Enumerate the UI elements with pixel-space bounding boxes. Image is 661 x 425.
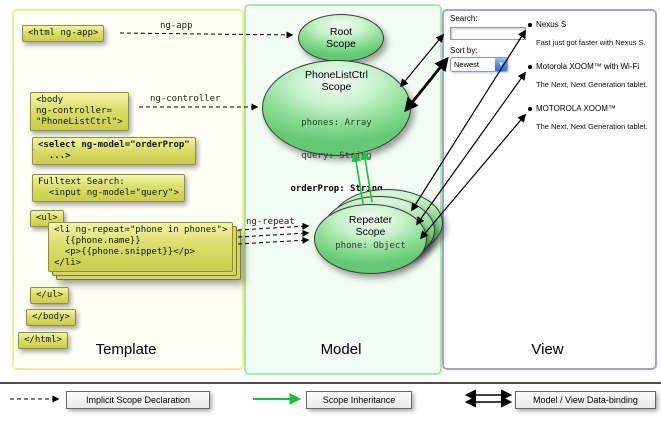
code-html-open: <html ng-app>	[22, 25, 105, 42]
repeater-scope-title: Repeater Scope	[348, 214, 393, 238]
code-body-close: </body>	[26, 309, 76, 326]
code-select-ng-model: <select ng-model="orderProp" ...>	[32, 137, 196, 165]
code-li-ng-repeat: <li ng-repeat="phone in phones"> {{phone…	[48, 222, 234, 272]
sort-selected-value: Newest	[454, 60, 480, 69]
root-scope-title: Root Scope	[326, 26, 356, 50]
phone-snippet: The Next, Next Generation tablet.	[536, 80, 648, 89]
sort-select[interactable]: Newest ▼	[450, 57, 508, 72]
root-scope-ellipse: Root Scope	[298, 14, 384, 62]
phone-name: Motorola XOOM™ with Wi-Fi	[527, 62, 651, 72]
model-column-label: Model	[320, 341, 362, 358]
phone-list-item-1: Nexus S Fast just got faster with Nexus …	[527, 20, 651, 47]
legend-scope-inheritance: Scope Inheritance	[306, 391, 412, 409]
search-label: Search:	[450, 14, 478, 23]
code-fulltext-search: Fulltext Search: <input ng-model="query"…	[32, 174, 185, 202]
phone-snippet: Fast just got faster with Nexus S.	[536, 38, 646, 47]
phone-snippet: The Next, Next Generation tablet.	[536, 122, 648, 131]
legend-model-view-databinding: Model / View Data-binding	[515, 391, 656, 409]
phone-list-item-2: Motorola XOOM™ with Wi-Fi The Next, Next…	[527, 62, 651, 89]
search-input[interactable]	[450, 27, 526, 40]
phone-name: MOTOROLA XOOM™	[527, 104, 651, 114]
code-body-open: <body ng-controller= "PhoneListCtrl">	[30, 92, 129, 131]
view-column-label: View	[531, 341, 564, 358]
sort-by-label: Sort by:	[450, 46, 478, 55]
ng-repeat-label: ng-repeat	[246, 217, 295, 227]
scope-prop-query: query: String	[301, 151, 372, 161]
repeater-scope-prop: phone: Object	[335, 241, 406, 251]
phone-list-item-3: MOTOROLA XOOM™ The Next, Next Generation…	[527, 104, 651, 131]
phone-name: Nexus S	[527, 20, 651, 30]
ng-app-label: ng-app	[160, 21, 193, 31]
repeater-scope-ellipse: Repeater Scope phone: Object	[314, 204, 427, 274]
code-html-close: </html>	[18, 332, 68, 349]
scope-prop-phones: phones: Array	[301, 118, 372, 128]
template-column-label: Template	[95, 341, 157, 358]
code-ul-close: </ul>	[30, 287, 70, 304]
phonelistctrl-scope-ellipse: PhoneListCtrl Scope phones: Array query:…	[262, 60, 411, 194]
sort-dropdown-arrow-icon: ▼	[495, 58, 507, 71]
legend-implicit-scope-declaration: Implicit Scope Declaration	[66, 391, 210, 409]
phonelistctrl-scope-title: PhoneListCtrl Scope	[304, 69, 369, 93]
ng-controller-label: ng-controller	[150, 94, 221, 104]
